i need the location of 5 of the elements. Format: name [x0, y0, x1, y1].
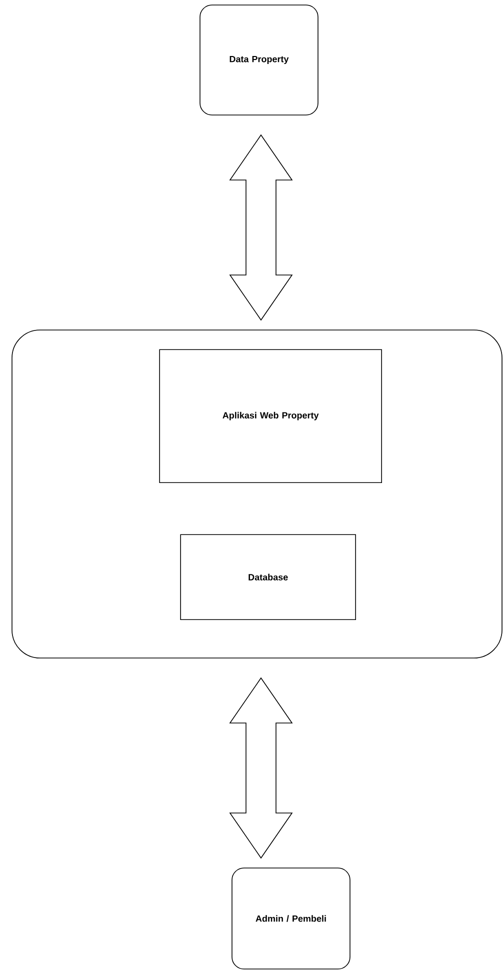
rounded-box: Admin / Pembeli — [232, 868, 350, 970]
rounded-box: Data Property — [200, 4, 318, 116]
process-box: Aplikasi Web Property — [159, 349, 382, 483]
container-box — [12, 330, 502, 658]
process-box: Database — [180, 534, 356, 620]
